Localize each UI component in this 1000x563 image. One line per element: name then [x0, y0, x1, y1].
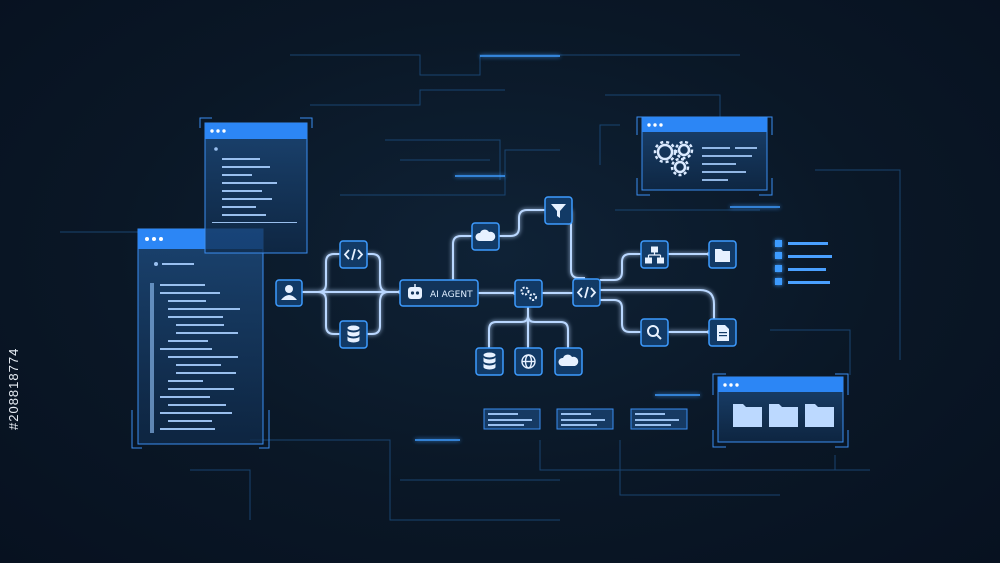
hierarchy-icon	[645, 246, 664, 264]
folder-icon	[715, 249, 730, 262]
cloud-icon	[558, 354, 579, 366]
code-icon	[576, 286, 597, 299]
database-icon	[483, 352, 496, 370]
code-panel-left	[131, 228, 270, 449]
gears-icon	[520, 286, 537, 301]
nodes	[275, 196, 737, 376]
search-node	[640, 318, 669, 347]
robot-icon	[408, 284, 422, 299]
code-lines	[150, 262, 240, 433]
background-glints	[415, 55, 780, 441]
cloud-icon	[475, 229, 496, 241]
document-icon	[717, 325, 729, 341]
code-icon	[343, 248, 364, 261]
ai-agent-label: AI AGENT	[430, 290, 473, 300]
globe-icon	[521, 354, 536, 369]
background-traces	[60, 54, 901, 521]
gears-node	[514, 279, 543, 308]
settings-panel	[636, 116, 773, 196]
ai-agent-node	[399, 279, 479, 307]
folders-panel	[712, 373, 849, 448]
filter-icon	[551, 204, 566, 218]
user-icon	[281, 285, 297, 300]
checklist-widget	[775, 240, 832, 285]
gears-illustration-icon	[653, 140, 694, 177]
search-icon	[647, 325, 662, 340]
connectors	[302, 209, 715, 348]
database-icon	[347, 325, 360, 343]
folder-icons	[733, 404, 834, 427]
stock-id-label: #208818774	[6, 347, 21, 430]
code-panel-top	[199, 117, 313, 254]
